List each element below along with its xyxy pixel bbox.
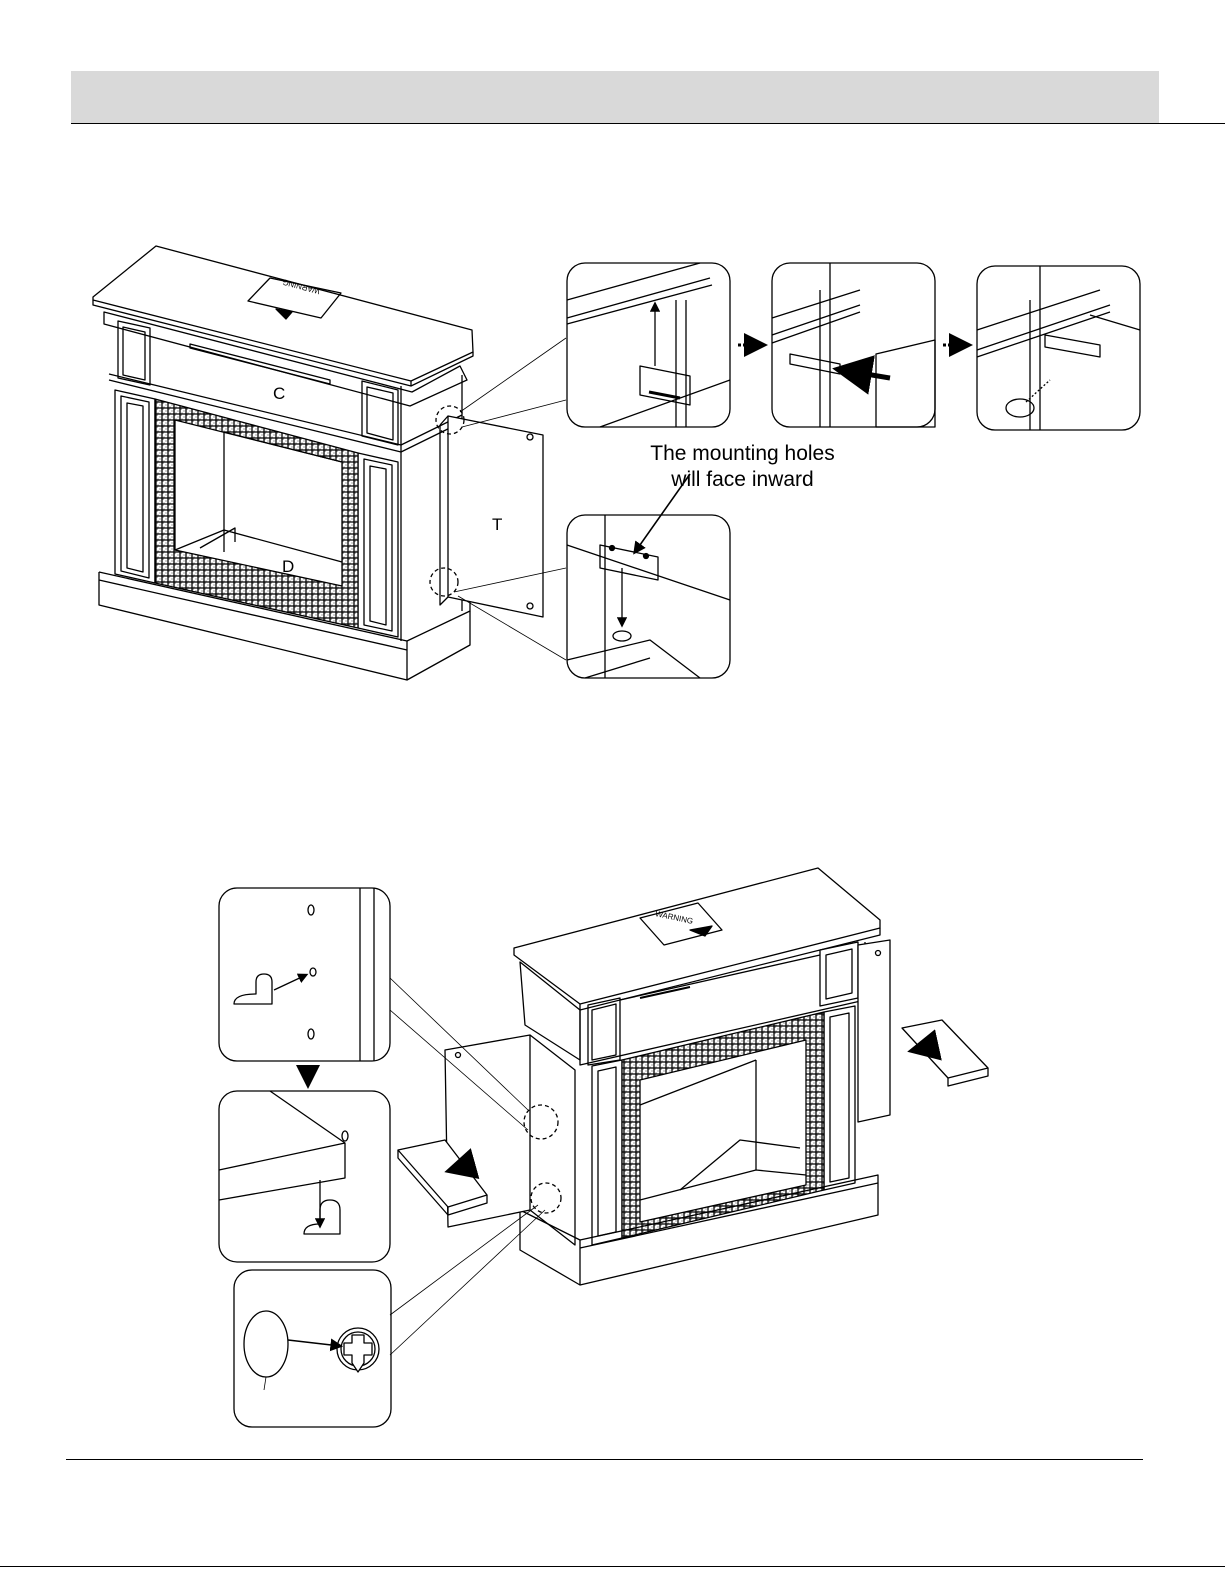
- step2-mantel-drawing: [390, 868, 988, 1355]
- step1-mantel-drawing: [93, 246, 566, 680]
- step1-detail-1: [567, 263, 730, 427]
- step2-detail-1: [219, 888, 390, 1061]
- mounting-holes-callout: The mounting holes will face inward: [620, 441, 865, 493]
- label-part-t: T: [492, 515, 502, 535]
- label-part-d: D: [282, 557, 294, 577]
- label-part-c: C: [273, 384, 285, 404]
- step1-detail-4: [567, 474, 730, 678]
- step1-detail-2: [772, 263, 935, 427]
- step1-detail-3: [977, 266, 1140, 430]
- bottom-rule: [0, 1566, 1225, 1567]
- step2-detail-2: [219, 1091, 390, 1262]
- footer-rule: [66, 1459, 1143, 1460]
- callout-line-2: will face inward: [620, 467, 865, 493]
- step2-detail-3: [234, 1270, 391, 1427]
- callout-line-1: The mounting holes: [620, 441, 865, 467]
